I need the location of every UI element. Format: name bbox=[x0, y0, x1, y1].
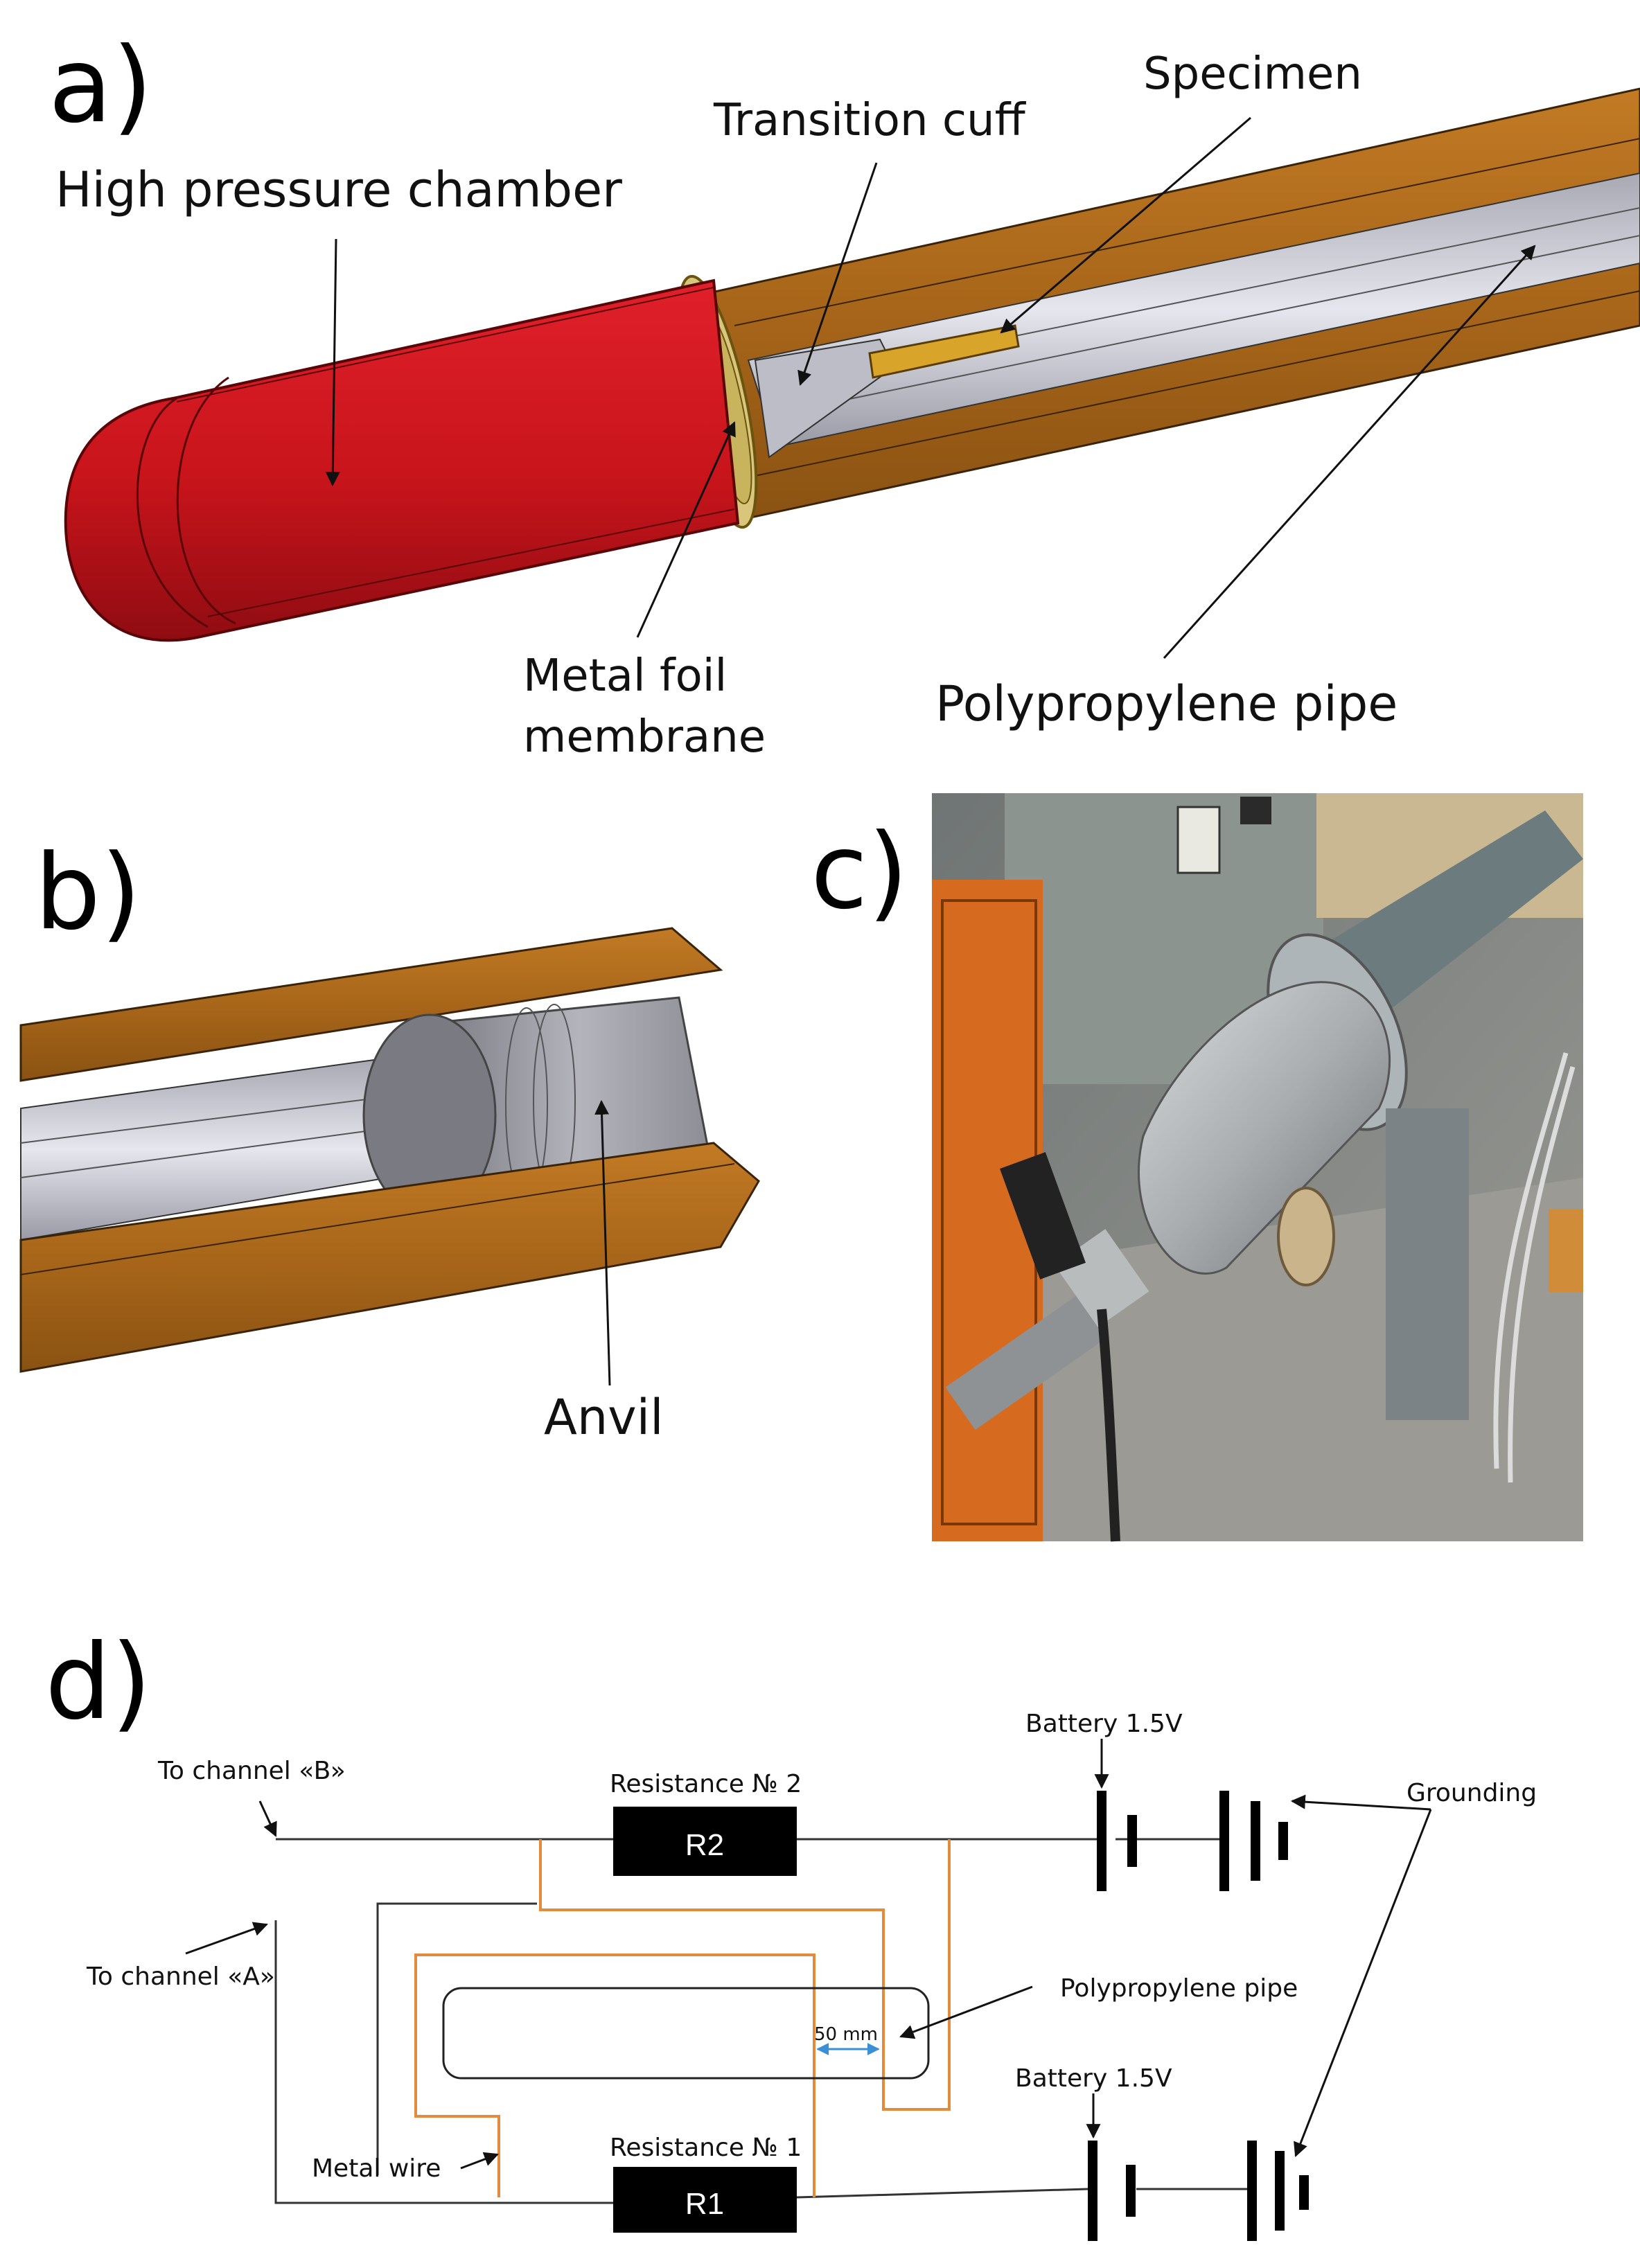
arrow-anvil bbox=[594, 1099, 611, 1386]
label-anvil: Anvil bbox=[544, 1389, 664, 1446]
panel-d: d) R2 R1 Resistance № 2 Resistance № 1 5… bbox=[45, 1622, 1537, 2241]
panel-a: a) High pressure chamber bbox=[49, 26, 1640, 763]
orange-wire-lower bbox=[414, 1954, 815, 2197]
label-specimen: Specimen bbox=[1143, 48, 1362, 100]
label-metal-foil-1: Metal foil bbox=[523, 650, 727, 702]
panel-d-letter: d) bbox=[45, 1622, 152, 1743]
wire-channel-a bbox=[274, 1920, 613, 2204]
wire-r1-battery bbox=[796, 2188, 1088, 2199]
resistor-r2 bbox=[613, 1807, 797, 1876]
label-channel-a: To channel «A» bbox=[86, 1963, 275, 1991]
orange-wire-upper bbox=[539, 1839, 951, 2111]
battery-top bbox=[1097, 1791, 1288, 1891]
battery-bottom bbox=[1088, 2141, 1309, 2241]
pipe-outline bbox=[442, 1987, 930, 2080]
arrow-pipe bbox=[1163, 245, 1536, 659]
label-polypropylene-pipe: Polypropylene pipe bbox=[935, 675, 1397, 732]
resistor-r2-label: R2 bbox=[685, 1828, 724, 1862]
metal-wire-path bbox=[376, 1902, 537, 2175]
label-battery-bottom: Battery 1.5V bbox=[1015, 2064, 1172, 2093]
arrow-chamber bbox=[325, 238, 340, 487]
pipe-wall-bottom bbox=[19, 1142, 760, 1373]
pipe-wall-top bbox=[19, 927, 723, 1082]
label-metal-wire: Metal wire bbox=[312, 2154, 441, 2183]
label-pipe-d: Polypropylene pipe bbox=[1060, 1974, 1298, 2003]
arrow-specimen bbox=[1000, 116, 1251, 334]
label-channel-b: To channel «B» bbox=[157, 1757, 346, 1785]
resistor-r1 bbox=[613, 2167, 797, 2233]
polypropylene-pipe-drawing bbox=[691, 87, 1640, 521]
lab-photo bbox=[932, 793, 1583, 1542]
label-grounding: Grounding bbox=[1407, 1779, 1537, 1807]
label-metal-foil-2: membrane bbox=[523, 711, 766, 763]
label-high-pressure-chamber: High pressure chamber bbox=[55, 161, 622, 218]
panel-b: b) Anvil bbox=[19, 833, 760, 1446]
specimen-drawing bbox=[868, 324, 1020, 379]
panel-c: c) bbox=[811, 793, 1583, 1542]
label-battery-top: Battery 1.5V bbox=[1025, 1710, 1183, 1738]
panel-b-letter: b) bbox=[35, 833, 141, 953]
label-resistance-1: Resistance № 1 bbox=[610, 2134, 802, 2162]
arrow-membrane bbox=[636, 421, 736, 638]
resistor-r1-label: R1 bbox=[685, 2187, 724, 2221]
panel-a-letter: a) bbox=[49, 26, 152, 146]
panel-c-letter: c) bbox=[811, 812, 908, 932]
label-50mm: 50 mm bbox=[814, 2024, 878, 2045]
high-pressure-chamber-drawing bbox=[64, 278, 740, 642]
label-transition-cuff: Transition cuff bbox=[713, 95, 1027, 146]
label-resistance-2: Resistance № 2 bbox=[610, 1770, 802, 1798]
arrow-cuff bbox=[797, 162, 878, 386]
